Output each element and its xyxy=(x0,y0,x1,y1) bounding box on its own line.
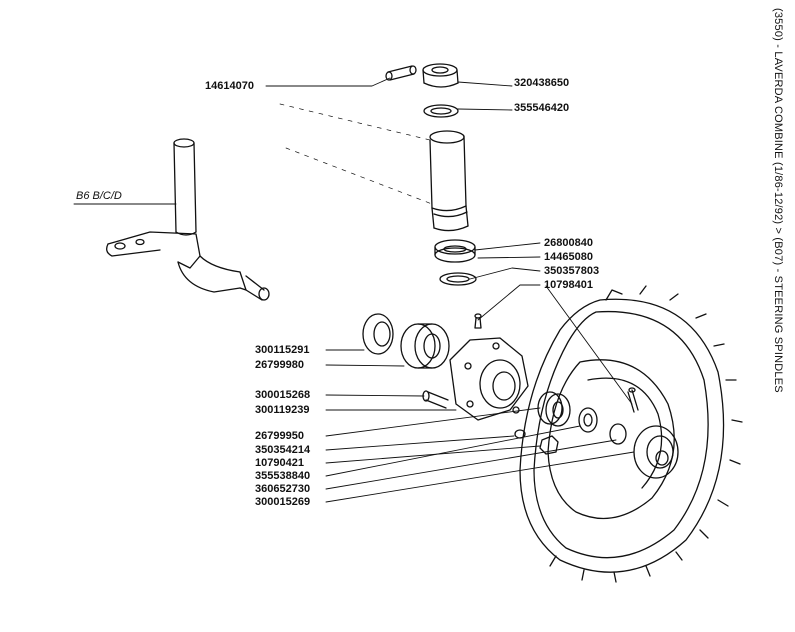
part-label-26799950[interactable]: 26799950 xyxy=(255,430,304,442)
part-label-14465080[interactable]: 14465080 xyxy=(544,251,593,263)
part-label-350354214[interactable]: 350354214 xyxy=(255,444,311,456)
wheel-hub-cap xyxy=(633,425,679,479)
part-label-360652730[interactable]: 360652730 xyxy=(255,483,311,495)
part-oil-seal xyxy=(362,313,394,355)
part-cap xyxy=(422,63,459,88)
part-outer-bearing xyxy=(537,391,571,427)
part-wheel-hub xyxy=(449,337,529,421)
part-label-300115291[interactable]: 300115291 xyxy=(255,344,310,356)
part-label-26799980[interactable]: 26799980 xyxy=(255,359,304,371)
part-grease-nipple xyxy=(474,313,482,329)
leader-lines xyxy=(73,77,635,503)
part-thrust-bearing xyxy=(434,239,476,263)
kingpin-sleeve xyxy=(429,130,469,232)
part-label-300119239[interactable]: 300119239 xyxy=(255,404,310,416)
part-thrust-washer xyxy=(578,407,598,433)
part-hub-bearing xyxy=(400,323,450,369)
wheel-rim xyxy=(547,359,675,520)
part-label-355546420[interactable]: 355546420 xyxy=(514,102,570,114)
part-castle-nut xyxy=(609,423,627,445)
part-pin xyxy=(385,65,417,81)
steering-spindle xyxy=(106,138,270,301)
part-seal-ring xyxy=(439,272,477,286)
part-label-10790421[interactable]: 10790421 xyxy=(255,457,304,469)
part-nut xyxy=(539,435,559,455)
guide-lines xyxy=(279,103,433,205)
part-label-300015269[interactable]: 300015269 xyxy=(255,496,311,508)
part-wheel-bolt xyxy=(422,390,449,409)
part-label-355538840[interactable]: 355538840 xyxy=(255,470,311,482)
part-label-26800840[interactable]: 26800840 xyxy=(544,237,593,249)
page-title: (3550) - LAVERDA COMBINE (1/86-12/92) > … xyxy=(772,8,784,393)
part-label-320438650[interactable]: 320438650 xyxy=(514,77,570,89)
part-label-350357803[interactable]: 350357803 xyxy=(544,265,600,277)
wheel-tyre xyxy=(519,285,743,583)
part-label-10798401[interactable]: 10798401 xyxy=(544,279,593,291)
part-label-14614070[interactable]: 14614070 xyxy=(205,80,254,92)
part-washer-top xyxy=(423,104,459,118)
part-label-300015268[interactable]: 300015268 xyxy=(255,389,311,401)
variant-label: B6 B/C/D xyxy=(76,190,122,202)
